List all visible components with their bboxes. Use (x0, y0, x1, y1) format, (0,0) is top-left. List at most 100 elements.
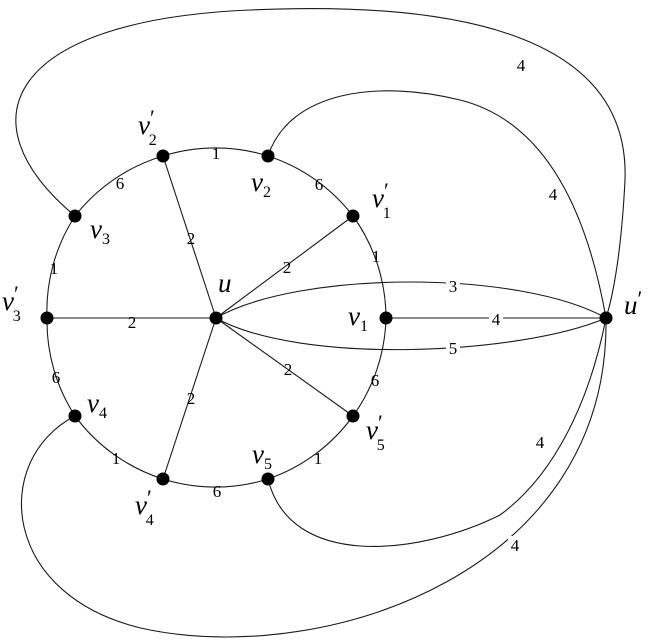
label-v5prime: v′ 5 (366, 410, 385, 454)
weight-v1-up: 4 (492, 310, 501, 329)
label-v1-base: v (348, 301, 360, 331)
label-v4-base: v (87, 388, 99, 418)
weight-v3p-v3: 1 (50, 259, 59, 278)
label-v2prime-base: v (138, 110, 150, 140)
weight-u-v4p: 2 (187, 389, 196, 408)
label-v3prime-sub: 3 (13, 308, 21, 325)
label-v3: v3 (90, 214, 110, 248)
label-v1prime-mark: ′ (384, 178, 389, 203)
edge-v2p-v2 (162, 147, 269, 157)
label-v4prime: v′4 (135, 485, 154, 529)
edge-v5-v4p (162, 478, 269, 488)
weight-u-v3p: 2 (128, 313, 137, 332)
weight-bg-v2-up (546, 185, 560, 203)
vertex-labels: u u′ v1 v′1 v2 v′2 v3 v′3 v4 (2, 105, 642, 529)
edge-v3-v2p (74, 155, 164, 217)
weight-v4-up: 4 (511, 536, 520, 555)
node-uprime (599, 311, 613, 325)
weight-bg-v4-up (508, 536, 522, 554)
weight-v2p-v2: 1 (212, 144, 221, 163)
weight-v1p-v1: 1 (372, 247, 381, 266)
label-v2-base: v (251, 167, 263, 197)
weight-v2-up: 4 (549, 185, 558, 204)
label-v2prime-mark: ′ (150, 105, 155, 130)
edge-u-uprime-top (215, 281, 607, 319)
weight-u-v2p: 2 (187, 229, 196, 248)
label-v2: v2 (251, 167, 271, 201)
label-v4: v4 (87, 388, 107, 422)
edge-u-v5p (215, 317, 354, 417)
label-v5prime-sub: 5 (377, 437, 385, 454)
label-v5-sub: 5 (264, 456, 272, 473)
edge-v4-v3p (46, 317, 76, 417)
label-v3-base: v (90, 214, 102, 244)
weight-bg-u-up-top (446, 277, 460, 295)
label-v2-sub: 2 (263, 184, 271, 201)
edge-v3-uprime (15, 8, 626, 319)
edge-u-v1p (215, 215, 354, 319)
weight-v1-v5p: 6 (371, 371, 380, 390)
label-v5prime-base: v (366, 415, 378, 445)
weight-bg-v3-up (514, 56, 528, 74)
edges (15, 8, 626, 638)
weight-v5-up: 4 (536, 433, 545, 452)
edge-v1-v5p (352, 317, 387, 417)
weight-v5-v4p: 6 (213, 482, 222, 501)
weight-v3-v2p: 6 (116, 174, 125, 193)
label-v4-sub: 4 (99, 405, 107, 422)
node-v3prime (40, 311, 54, 325)
weight-bg-v5-up (533, 433, 547, 451)
label-uprime-mark: ′ (638, 286, 643, 311)
weight-u-v1p: 2 (283, 258, 292, 277)
edge-v5p-v5 (267, 415, 354, 480)
label-v1-sub: 1 (360, 318, 368, 335)
label-v2prime-sub: 2 (149, 132, 157, 149)
edge-v1p-v1 (352, 215, 387, 319)
weight-bg-v1-up (489, 310, 503, 328)
edge-v5-uprime (267, 317, 607, 547)
node-v5 (261, 472, 275, 486)
label-v3prime: v′3 (2, 281, 21, 325)
weight-bg-u-up-bottom (446, 339, 460, 357)
weight-u-up-bottom: 5 (449, 339, 458, 358)
label-v1prime-sub: 1 (383, 205, 391, 222)
edge-u-v4p (162, 317, 217, 480)
label-uprime-base: u (624, 290, 638, 320)
label-v3-sub: 3 (102, 231, 110, 248)
label-v4prime-sub: 4 (146, 512, 154, 529)
label-v2prime: v′ 2 (138, 105, 157, 149)
weight-v3-up: 4 (517, 56, 526, 75)
edge-v3p-v3 (46, 215, 76, 319)
edge-v2-v1p (267, 155, 354, 217)
node-v1 (379, 311, 393, 325)
weight-u-v5p: 2 (284, 360, 293, 379)
node-v2 (261, 149, 275, 163)
node-v1prime (346, 209, 360, 223)
label-v1prime-base: v (372, 183, 384, 213)
weight-v2-v1p: 6 (315, 175, 324, 194)
label-v5-base: v (252, 439, 264, 469)
nodes (40, 149, 613, 486)
label-v5prime-mark: ′ (378, 410, 383, 435)
weight-u-up-top: 3 (449, 277, 458, 296)
label-v5: v5 (252, 439, 272, 473)
edge-v4p-v4 (74, 415, 164, 480)
edge-v4-uprime (20, 317, 607, 638)
node-v5prime (346, 409, 360, 423)
node-v4 (68, 409, 82, 423)
edge-u-uprime-bottom (215, 317, 607, 351)
label-u: u (218, 268, 232, 298)
label-v3prime-base: v (2, 286, 14, 316)
label-v1: v1 (348, 301, 368, 335)
node-v3 (68, 209, 82, 223)
label-v4prime-base: v (135, 490, 147, 520)
label-v1prime: v′ 1 (372, 178, 391, 222)
label-uprime: u′ (624, 286, 642, 320)
node-v2prime (156, 149, 170, 163)
node-v4prime (156, 472, 170, 486)
edge-weights: 1 6 1 6 1 6 1 6 1 6 2 2 2 2 2 3 5 4 4 4 … (50, 56, 560, 555)
edge-v2-uprime (267, 90, 607, 319)
weight-v4p-v4: 1 (112, 449, 121, 468)
weight-v4-v3p: 6 (52, 368, 61, 387)
